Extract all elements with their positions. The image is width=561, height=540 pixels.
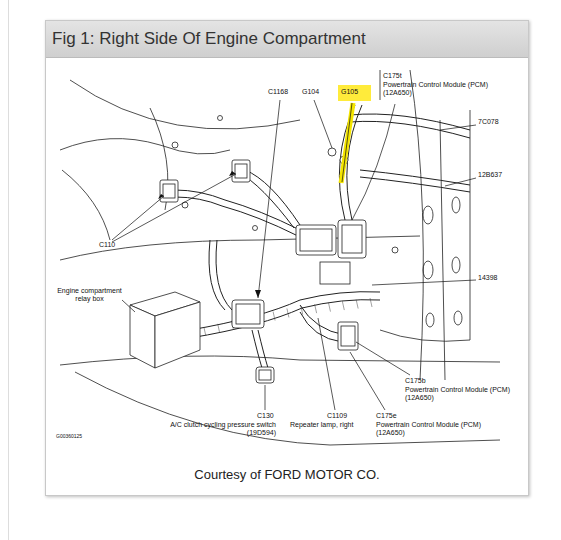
ground-callout: G104	[302, 88, 319, 96]
component-name: Powertrain Control Module (PCM) (12A650)	[383, 81, 493, 97]
component-name: Engine compartment relay box	[52, 287, 127, 303]
connector-callout: C175t	[383, 72, 402, 80]
ground-callout: G105	[341, 88, 358, 96]
drawing-number: G00360125	[56, 434, 82, 440]
harness-callout: 14398	[478, 274, 497, 282]
figure-title: Fig 1: Right Side Of Engine Compartment	[52, 29, 366, 49]
connector-callout: C175e	[376, 412, 397, 420]
page-edge	[0, 0, 9, 540]
connector-callout: C1109	[327, 412, 347, 420]
component-name: Powertrain Control Module (PCM) (12A650)	[405, 386, 515, 402]
connector-callout: C1168	[268, 88, 288, 96]
component-name: Repeater lamp, right	[290, 421, 370, 429]
harness-callout: 12B637	[478, 171, 502, 179]
component-name: A/C clutch cycling pressure switch (19D5…	[170, 421, 276, 437]
figure-caption: Courtesy of FORD MOTOR CO.	[46, 468, 528, 483]
connector-callout: C110	[99, 241, 115, 249]
connector-callout: C130	[257, 412, 274, 420]
connector-callout: C175b	[405, 377, 426, 385]
component-name: Powertrain Control Module (PCM) (12A650)	[376, 421, 486, 437]
harness-callout: 7C078	[478, 118, 499, 126]
